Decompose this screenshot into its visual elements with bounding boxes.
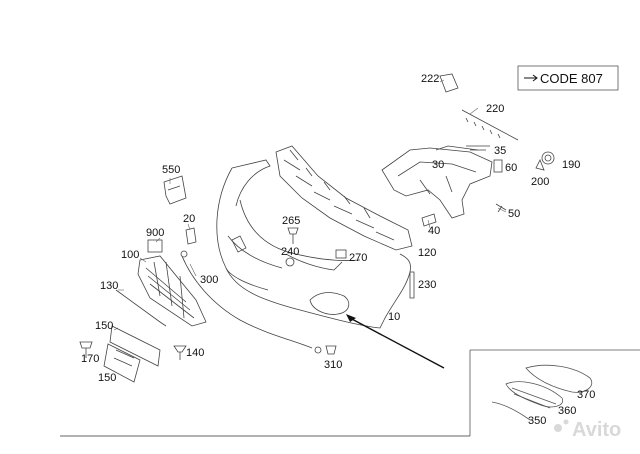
callout-900: 900 [146,227,164,239]
leader-10 [346,314,445,369]
callout-100: 100 [121,249,139,261]
leader-lines [113,79,507,331]
inset-detail-box [469,349,640,436]
callout-350: 350 [528,415,546,427]
bracket-550 [163,175,187,205]
moulding-strip [461,109,519,141]
watermark-text: Avito [572,419,621,441]
screws [79,227,415,360]
callout-40: 40 [428,225,440,237]
watermark: Avito [554,419,621,441]
callout-labels: 222 220 35 30 60 190 200 50 40 550 20 90… [81,73,595,427]
callout-50: 50 [508,208,520,220]
arrow-right-icon [524,74,538,82]
callout-300: 300 [200,274,218,286]
callout-190: 190 [562,159,580,171]
callout-170: 170 [81,353,99,365]
callout-130: 130 [100,280,118,292]
harness-300 [147,235,322,354]
callout-310: 310 [324,359,342,371]
callout-20: 20 [183,213,195,225]
callout-60: 60 [505,162,517,174]
license-plate-bracket [103,325,161,383]
callout-35: 35 [494,145,506,157]
callout-150-top: 150 [95,320,113,332]
callout-270: 270 [349,252,367,264]
mounting-bracket [381,145,493,219]
clip-222 [439,73,459,93]
impact-absorber [275,145,413,251]
bumper-cover [216,159,411,329]
callout-550: 550 [162,164,180,176]
code-label: CODE 807 [540,71,603,86]
callout-10: 10 [388,311,400,323]
callout-150-bottom: 150 [98,372,116,384]
lower-grille [137,255,207,327]
callout-120: 120 [418,247,436,259]
callout-265: 265 [282,215,300,227]
callout-222: 222 [421,73,439,85]
callout-240: 240 [281,246,299,258]
code-reference-box: CODE 807 [517,65,619,91]
callout-370: 370 [577,389,595,401]
callout-360: 360 [558,405,576,417]
callout-230: 230 [418,279,436,291]
callout-30: 30 [432,159,444,171]
callout-140: 140 [186,347,204,359]
trim-strip-130 [115,289,167,327]
clip-20 [185,227,197,245]
callout-200: 200 [531,176,549,188]
callout-220: 220 [486,103,504,115]
